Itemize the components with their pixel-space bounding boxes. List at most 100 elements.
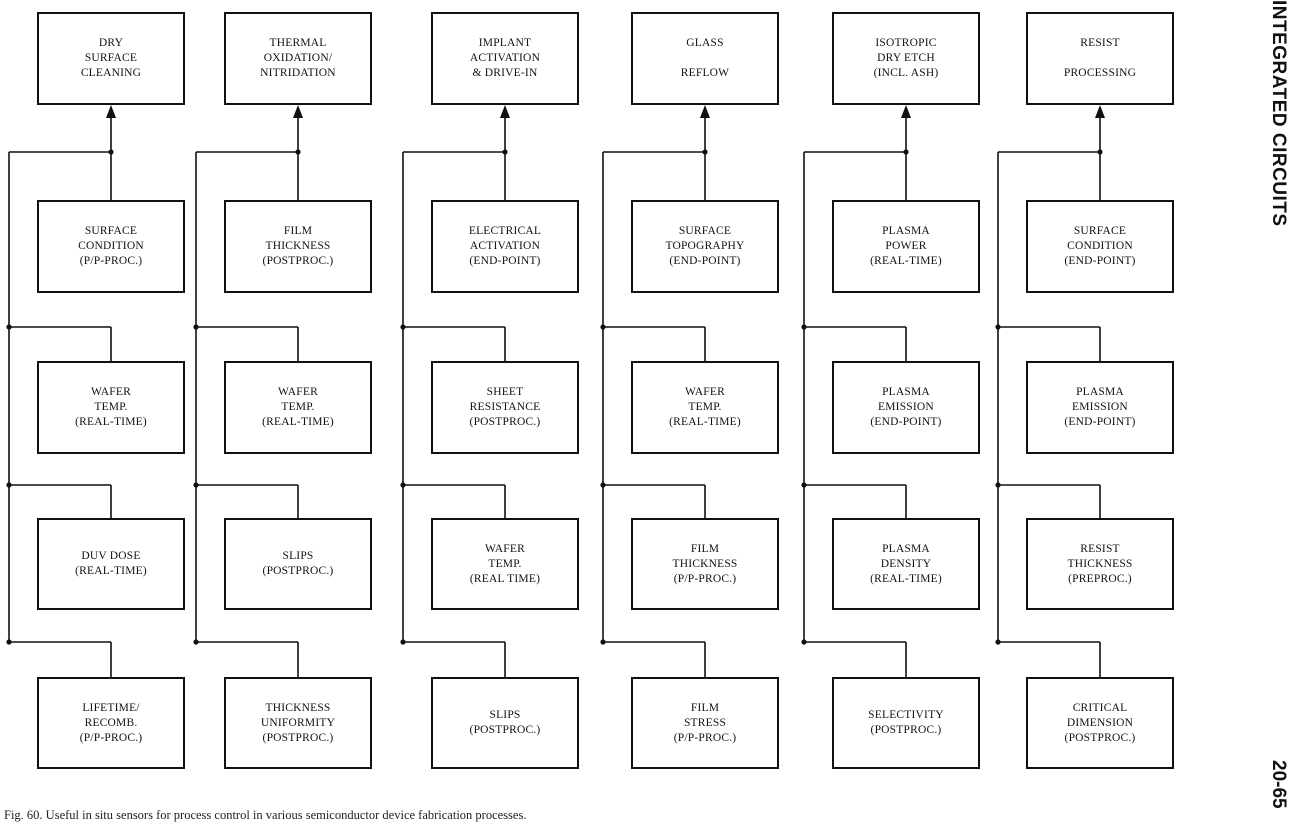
process-box-2-line: NITRIDATION [260,67,336,79]
sensor-box-2-3-line: SLIPS [282,550,314,562]
sensor-box-3-1-line: ELECTRICAL [468,225,542,237]
sensor-box-4-4: FILM STRESS (P/P-PROC.) [631,677,779,769]
sensor-box-3-4: SLIPS(POSTPROC.) [431,677,579,769]
sensor-box-5-3-line: DENSITY [880,557,932,570]
bus-junction-3 [502,149,508,155]
process-box-3-line: IMPLANT [478,37,532,49]
bus-junction-5 [903,149,909,155]
sensor-box-1-4: LIFETIME/RECOMB.(P/P-PROC.) [37,677,185,769]
sensor-box-6-4-line: (POSTPROC.) [1064,731,1136,744]
sensor-box-3-3-line: TEMP. [488,557,522,570]
process-box-5: ISOTROPIC DRY ETCH (INCL. ASH) [832,12,980,105]
sensor-box-2-2-line: TEMP. [281,401,315,413]
sensor-box-2-4-line: UNIFORMITY [260,716,336,729]
sensor-box-6-1-line: (END-POINT) [1064,255,1136,267]
sensor-box-2-2: WAFER TEMP. (REAL-TIME) [224,361,372,454]
bus-junction-4 [702,149,708,155]
sensor-box-3-3-line: WAFER [485,542,525,555]
sensor-box-1-4-line: (P/P-PROC.) [79,731,143,744]
sensor-box-1-1-line: SURFACE [84,225,138,237]
sensor-box-4-3-line: FILM [690,542,720,555]
process-box-2-line: OXIDATION/ [263,52,333,64]
sensor-box-5-2-line: EMISSION [878,401,934,413]
arrow-head-3 [500,105,510,118]
sensor-box-2-4-line: (POSTPROC.) [262,731,334,744]
sensor-box-1-2-line: WAFER [91,386,131,398]
process-box-1-line: SURFACE [84,52,138,64]
sensor-box-2-3-line: (POSTPROC.) [262,565,334,577]
sensor-box-3-1-line: (END-POINT) [469,255,541,267]
sensor-box-6-1-line: SURFACE [1073,225,1127,237]
sensor-box-6-3-line: THICKNESS [1067,557,1133,570]
process-box-3-line: & DRIVE-IN [472,67,538,79]
sensor-box-1-3-line: (REAL-TIME) [75,565,147,577]
sensor-box-1-2-line: TEMP. [94,401,128,413]
side-title: INTEGRATED CIRCUITS [1268,0,1291,300]
sensor-box-3-1-line: ACTIVATION [469,240,541,252]
sensor-box-5-4-line: SELECTIVITY [868,709,944,721]
process-box-3-line: ACTIVATION [469,52,541,64]
sensor-box-5-3-line: (REAL-TIME) [870,572,942,585]
sensor-box-2-1-line: THICKNESS [265,240,331,252]
sensor-box-4-4-line: FILM [690,701,720,714]
sensor-box-5-4-line: (POSTPROC.) [870,724,942,736]
sensor-box-2-4: THICKNESS UNIFORMITY (POSTPROC.) [224,677,372,769]
process-box-5-line: DRY ETCH [877,52,935,64]
sensor-box-5-1-line: PLASMA [882,225,930,237]
sensor-box-5-2-line: (END-POINT) [870,416,942,428]
sensor-box-1-2: WAFER TEMP. (REAL-TIME) [37,361,185,454]
sensor-box-2-1-line: (POSTPROC.) [262,255,334,267]
arrow-head-5 [901,105,911,118]
side-title-text: INTEGRATED CIRCUITS [1268,0,1289,227]
sensor-box-4-2-line: (REAL-TIME) [669,416,741,428]
sensor-box-3-1: ELECTRICAL ACTIVATION (END-POINT) [431,200,579,293]
arrow-head-6 [1095,105,1105,118]
process-box-5-line: ISOTROPIC [875,37,937,49]
sensor-box-6-4-line: DIMENSION [1066,716,1134,729]
process-box-2-line: THERMAL [269,37,327,49]
sensor-box-1-2-line: (REAL-TIME) [75,416,147,428]
sensor-box-1-3: DUV DOSE(REAL-TIME) [37,518,185,610]
sensor-box-6-2-line: EMISSION [1072,401,1128,413]
sensor-box-4-2-line: TEMP. [688,401,722,413]
sensor-box-4-4-line: STRESS [683,716,727,729]
sensor-box-4-4-line: (P/P-PROC.) [673,731,737,744]
sensor-box-3-4-line: SLIPS [489,709,521,721]
process-box-1-line: DRY [98,37,124,49]
process-box-1: DRY SURFACE CLEANING [37,12,185,105]
sensor-box-3-3: WAFER TEMP. (REAL TIME) [431,518,579,610]
sensor-box-6-2-line: (END-POINT) [1064,416,1136,428]
sensor-box-4-3: FILM THICKNESS (P/P-PROC.) [631,518,779,610]
page-number: 20-65 [1268,760,1291,838]
sensor-box-3-3-line: (REAL TIME) [469,572,541,585]
sensor-box-2-2-line: WAFER [278,386,318,398]
bus-junction-6 [1097,149,1103,155]
sensor-box-4-3-line: THICKNESS [672,557,738,570]
bus-junction-1 [108,149,114,155]
arrow-head-1 [106,105,116,118]
sensor-box-4-1-line: SURFACE [678,225,732,237]
process-box-2: THERMAL OXIDATION/NITRIDATION [224,12,372,105]
process-box-5-line: (INCL. ASH) [873,67,939,79]
sensor-box-6-3-line: RESIST [1080,542,1120,555]
sensor-box-5-1-line: (REAL-TIME) [870,255,942,267]
sensor-box-2-4-line: THICKNESS [265,701,331,714]
sensor-box-1-4-line: RECOMB. [84,716,138,729]
sensor-box-1-1-line: (P/P-PROC.) [79,255,143,267]
sensor-box-2-2-line: (REAL-TIME) [262,416,334,428]
sensor-box-4-3-line: (P/P-PROC.) [673,572,737,585]
process-box-1-line: CLEANING [80,67,142,79]
